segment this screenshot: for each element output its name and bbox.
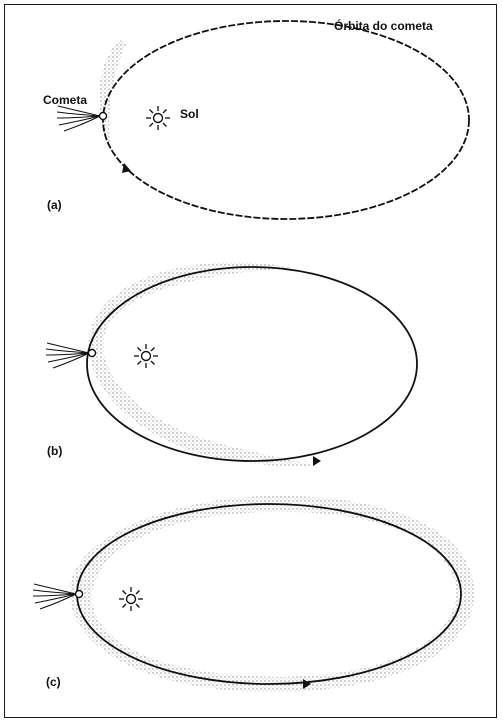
sun-icon	[134, 344, 158, 368]
panel-label-a: (a)	[47, 198, 62, 212]
dust-trail	[99, 40, 126, 150]
dust-trail	[89, 262, 315, 466]
comet-tail-icon	[46, 343, 89, 368]
panel-label-c: (c)	[46, 675, 61, 689]
orbit-label: Órbita do cometa	[334, 18, 433, 33]
comet-icon	[100, 113, 107, 120]
comet-tail-icon	[33, 584, 76, 609]
panel-label-b: (b)	[47, 444, 62, 458]
comet-label: Cometa	[43, 93, 87, 107]
direction-arrow	[313, 456, 321, 466]
comet-icon	[89, 350, 96, 357]
sun-icon	[119, 587, 143, 611]
panel-a: Cometa Sol Órbita do cometa (a)	[43, 18, 469, 219]
comet-icon	[76, 591, 83, 598]
comet-tail-icon	[57, 106, 100, 131]
sun-label: Sol	[180, 107, 199, 121]
panel-b: (b)	[46, 262, 417, 466]
panel-c: (c)	[33, 496, 474, 692]
sun-icon	[146, 106, 170, 130]
